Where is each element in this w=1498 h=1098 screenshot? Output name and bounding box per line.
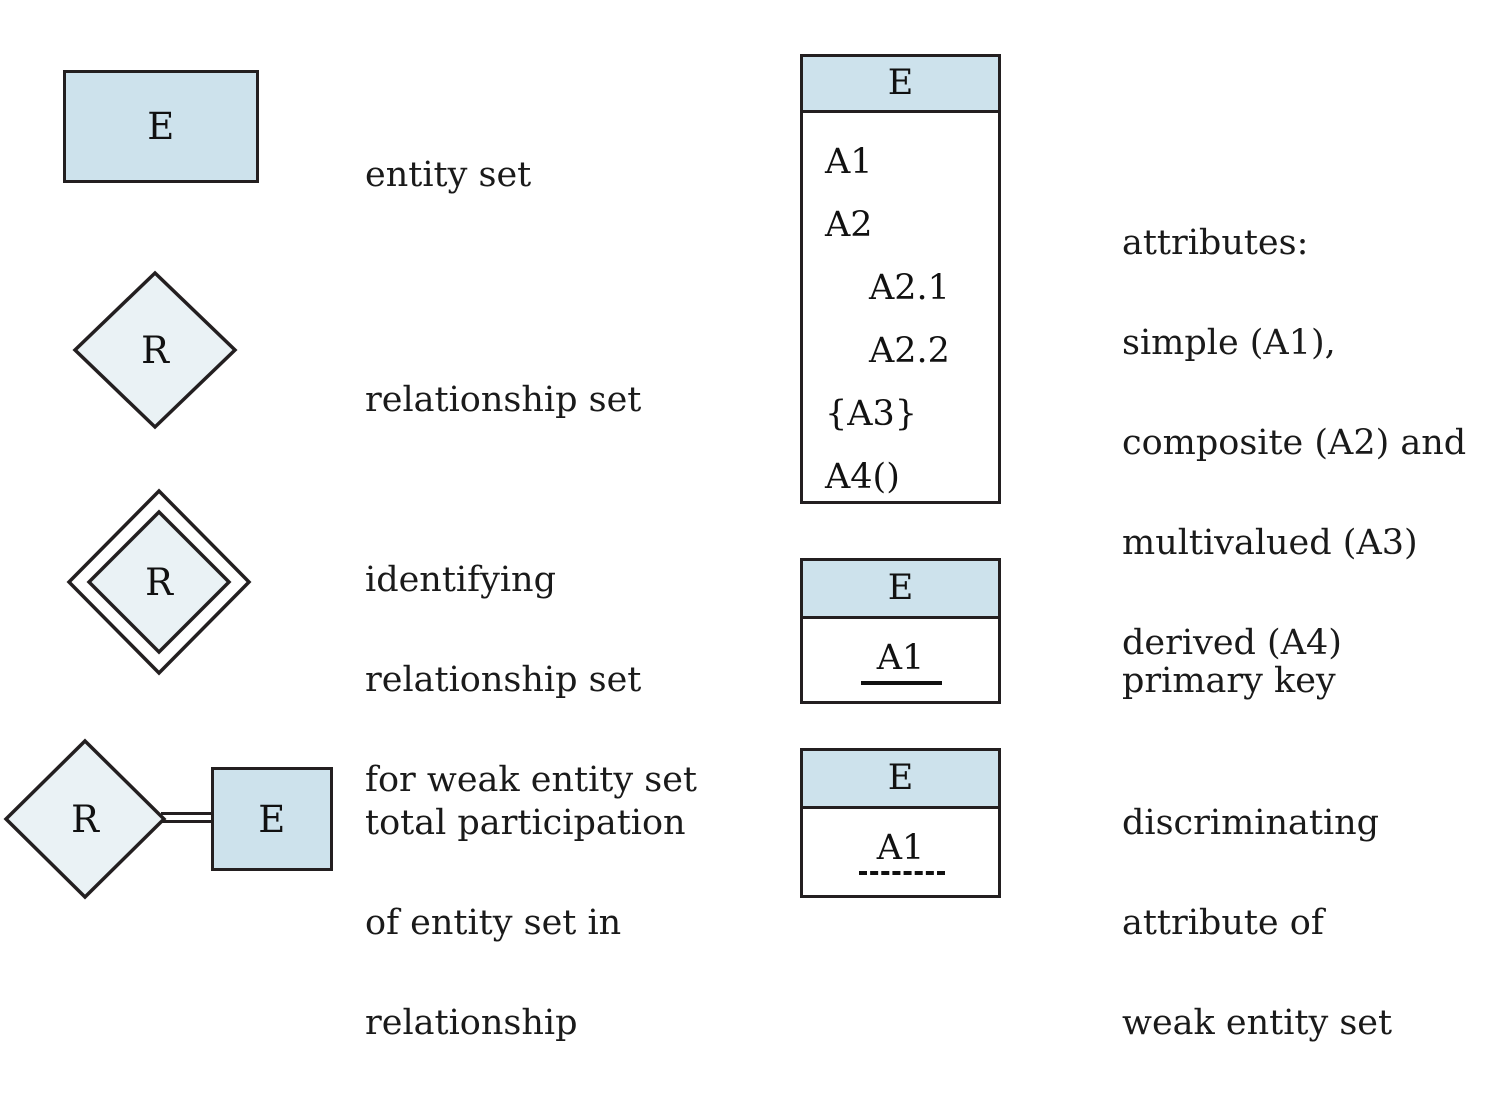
total-participation-label-line-1: total participation bbox=[365, 803, 686, 843]
discriminator-label: discriminating attribute of weak entity … bbox=[1122, 748, 1392, 1098]
diamond-shape bbox=[72, 270, 238, 430]
identifying-relationship-label-line-3: for weak entity set bbox=[365, 760, 697, 800]
relationship-set-label-line-1: relationship set bbox=[365, 380, 642, 420]
total-participation-entity-letter: E bbox=[258, 797, 286, 841]
attribute-row-simple: A1 bbox=[825, 142, 873, 182]
primary-key-box: E A1 bbox=[800, 558, 1001, 704]
discriminator-box-body: A1 bbox=[803, 809, 998, 895]
primary-key-box-body: A1 bbox=[803, 619, 998, 701]
total-participation-relationship-symbol: R bbox=[3, 738, 167, 900]
primary-key-attribute: A1 bbox=[876, 638, 925, 678]
total-participation-relationship-letter: R bbox=[71, 798, 99, 841]
primary-key-label: primary key bbox=[1122, 606, 1336, 756]
entity-set-symbol: E bbox=[63, 70, 259, 183]
discriminator-label-line-2: attribute of bbox=[1122, 903, 1324, 943]
attributes-box-body: A1 A2 A2.1 A2.2 {A3} A4() bbox=[803, 113, 998, 501]
identifying-relationship-label-line-1: identifying bbox=[365, 560, 556, 600]
entity-set-label: entity set bbox=[365, 100, 531, 250]
discriminator-label-line-3: weak entity set bbox=[1122, 1003, 1393, 1043]
relationship-set-symbol: R bbox=[72, 270, 238, 430]
identifying-relationship-letter: R bbox=[145, 561, 173, 604]
relationship-set-label: relationship set bbox=[365, 325, 641, 475]
discriminator-box: E A1 bbox=[800, 748, 1001, 898]
attributes-label-line-4: multivalued (A3) bbox=[1122, 523, 1418, 563]
attributes-box-header-label: E bbox=[887, 63, 914, 103]
total-participation-entity-symbol: E bbox=[211, 767, 333, 871]
discriminator-box-header-label: E bbox=[887, 758, 914, 798]
double-line-lower bbox=[161, 820, 214, 823]
primary-key-box-header: E bbox=[803, 561, 998, 619]
attributes-box-label: attributes: simple (A1), composite (A2) … bbox=[1122, 168, 1466, 718]
discriminator-attribute: A1 bbox=[876, 828, 925, 868]
attribute-row-composite-part-1: A2.1 bbox=[869, 268, 950, 308]
er-notation-legend: E entity set R relationship set R identi… bbox=[3, 54, 1466, 1043]
total-participation-label-line-3: relationship bbox=[365, 1003, 578, 1043]
identifying-relationship-set-label: identifying relationship set for weak en… bbox=[365, 505, 697, 855]
entity-set-letter: E bbox=[147, 105, 175, 148]
total-participation-double-line bbox=[161, 812, 214, 823]
attribute-row-multivalued: {A3} bbox=[825, 394, 918, 434]
attributes-label-line-2: simple (A1), bbox=[1122, 323, 1336, 363]
double-line-upper bbox=[161, 812, 214, 815]
identifying-relationship-set-symbol: R bbox=[66, 488, 252, 676]
discriminator-box-header: E bbox=[803, 751, 998, 809]
relationship-set-letter: R bbox=[141, 329, 169, 372]
attribute-row-composite: A2 bbox=[825, 205, 873, 245]
total-participation-label-line-2: of entity set in bbox=[365, 903, 622, 943]
discriminator-label-line-1: discriminating bbox=[1122, 803, 1380, 843]
attributes-label-line-3: composite (A2) and bbox=[1122, 423, 1467, 463]
primary-key-label-line-1: primary key bbox=[1122, 661, 1336, 701]
attributes-label-line-5: derived (A4) bbox=[1122, 623, 1342, 663]
identifying-relationship-label-line-2: relationship set bbox=[365, 660, 642, 700]
diamond-shape bbox=[3, 738, 167, 900]
primary-key-underline bbox=[861, 681, 942, 685]
entity-set-label-line-1: entity set bbox=[365, 155, 532, 195]
double-diamond-shape bbox=[66, 488, 252, 676]
attributes-label-line-1: attributes: bbox=[1122, 223, 1309, 263]
total-participation-label: total participation of entity set in rel… bbox=[365, 748, 686, 1098]
attributes-box-header: E bbox=[803, 57, 998, 113]
attributes-box: E A1 A2 A2.1 A2.2 {A3} A4() bbox=[800, 54, 1001, 504]
discriminator-underline bbox=[859, 871, 945, 875]
attribute-row-composite-part-2: A2.2 bbox=[869, 331, 950, 371]
primary-key-box-header-label: E bbox=[887, 568, 914, 608]
attribute-row-derived: A4() bbox=[825, 457, 900, 497]
